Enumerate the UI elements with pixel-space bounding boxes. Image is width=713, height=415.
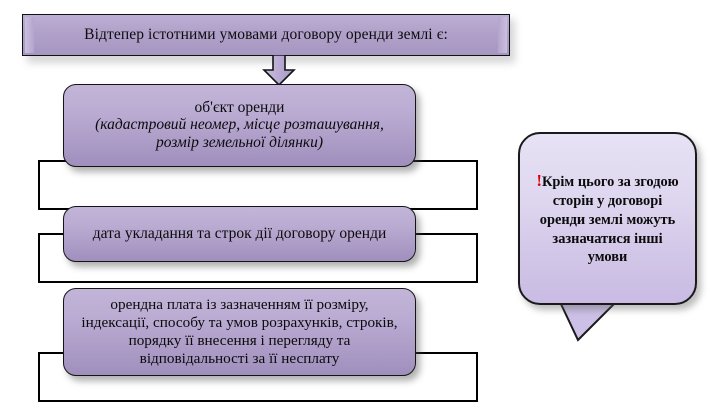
down-arrow-icon: [262, 55, 296, 87]
header-banner-label: Відтепер істотними умовами договору орен…: [84, 26, 448, 43]
item-box-rent-payment: орендна плата із зазначенням її розміру,…: [63, 288, 416, 376]
note-text-wrapper: !Крім цього за згодою сторін у договорі …: [520, 170, 695, 267]
item-subtitle-object-of-lease: (кадастровий неомер, місце розташування,…: [95, 116, 384, 152]
note-speech-bubble: !Крім цього за згодою сторін у договорі …: [518, 132, 697, 305]
exclamation-marker-icon: !: [536, 171, 542, 191]
item-title-rent-payment: орендна плата із зазначенням її розміру,…: [81, 296, 398, 367]
note-text: Крім цього за згодою сторін у договорі о…: [539, 174, 679, 266]
connector-bracket-1: [38, 160, 478, 210]
header-banner: Відтепер істотними умовами договору орен…: [22, 14, 510, 56]
item-box-date-and-term: дата укладання та строк дії договору оре…: [63, 206, 416, 262]
item-box-object-of-lease: об'єкт оренди (кадастровий неомер, місце…: [63, 84, 416, 167]
item-title-object-of-lease: об'єкт оренди: [194, 98, 285, 116]
item-title-date-and-term: дата укладання та строк дії договору оре…: [92, 225, 387, 243]
